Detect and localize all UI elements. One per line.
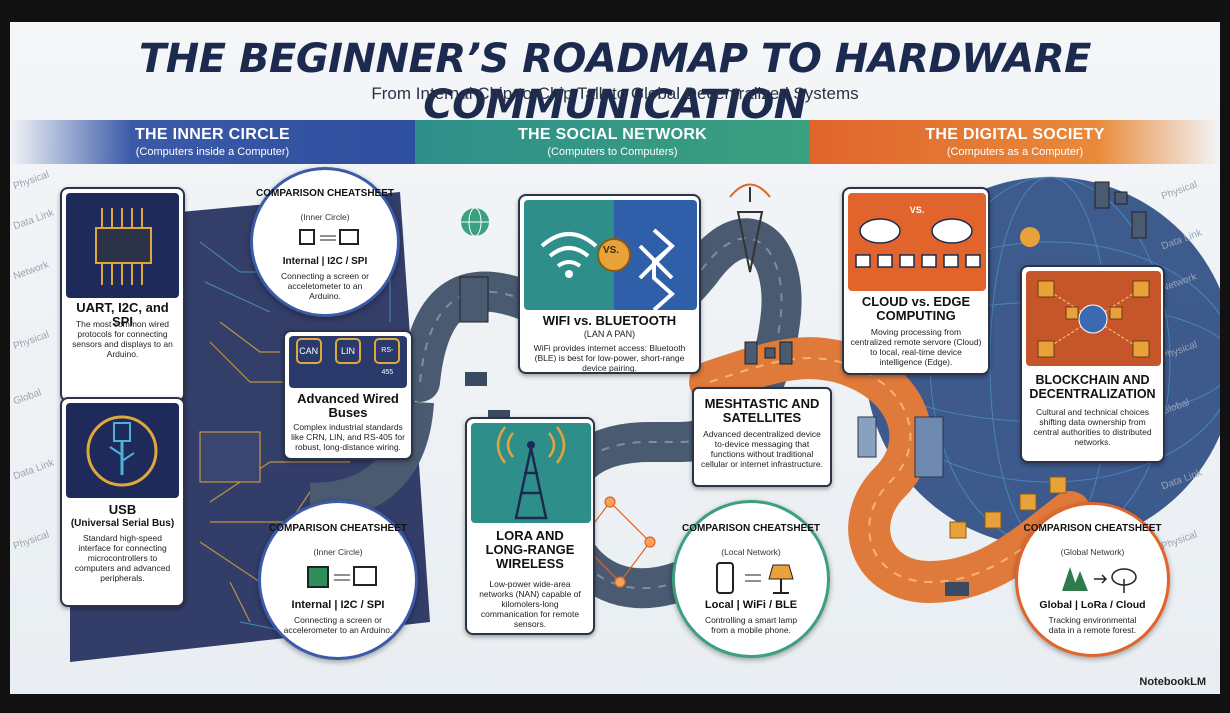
section-subtitle: (Computers to Computers) xyxy=(547,146,678,158)
card-title: CLOUD vs. EDGE COMPUTING xyxy=(861,294,971,323)
radio-tower-icon xyxy=(471,423,591,523)
bus-icons: CAN LIN RS-455 xyxy=(289,338,407,376)
bluetooth-icon xyxy=(652,228,676,310)
card-title-sub: (Universal Serial Bus) xyxy=(70,518,175,529)
main-title: THE BEGINNER’S ROADMAP TO HARDWARE COMMU… xyxy=(139,36,1091,128)
card-title: BLOCKCHAIN AND DECENTRALIZATION xyxy=(1029,373,1156,401)
cheatsheet-global-network: COMPARISON CHEATSHEET (Global Network) G… xyxy=(1015,502,1170,657)
cheatsheet-scope: (Inner Circle) xyxy=(313,547,363,557)
card-title: Advanced Wired Buses xyxy=(297,391,399,420)
chip-to-display-icon xyxy=(307,566,377,588)
watermark: NotebookLM xyxy=(1139,676,1206,688)
cloud-edge-illustration xyxy=(848,193,986,291)
cheatsheet-heading: COMPARISON CHEATSHEET xyxy=(269,523,407,534)
forest-to-cloud-icon xyxy=(1062,567,1137,593)
cheatsheet-label: Internal | I2C / SPI xyxy=(282,256,368,267)
section-inner-circle: THE INNER CIRCLE (Computers inside a Com… xyxy=(10,120,415,164)
cheatsheet-scope: (Global Network) xyxy=(1060,547,1125,557)
card-description: Advanced decentralized device to-device … xyxy=(701,429,823,469)
card-description: The most common wired protocols for conn… xyxy=(72,319,173,359)
chip-to-display-icon xyxy=(299,229,359,245)
cheatsheet-scope: (Local Network) xyxy=(721,547,781,557)
card-cloud-vs-edge: VS. CLOUD vs. EDGE COMPUTING Moving proc… xyxy=(842,187,990,375)
card-description: WiFi provides internet access: Bluetooth… xyxy=(533,343,686,373)
card-description: Cultural and technical choices shifting … xyxy=(1033,407,1152,447)
cheatsheet-label: Global | LoRa / Cloud xyxy=(1039,599,1146,611)
card-title: LORA AND LONG-RANGE WIRELESS xyxy=(485,528,575,571)
card-description: Low-power wide-area networks (NAN) capab… xyxy=(479,579,581,629)
cheatsheet-heading: COMPARISON CHEATSHEET xyxy=(682,523,820,534)
cheatsheet-inner-circle-1: COMPARISON CHEATSHEET (Inner Circle) Int… xyxy=(250,167,400,317)
section-title: THE INNER CIRCLE xyxy=(134,126,291,143)
vs-badge: VS. xyxy=(602,245,620,256)
card-blockchain-decentralization: BLOCKCHAIN AND DECENTRALIZATION Cultural… xyxy=(1020,265,1165,463)
blockchain-illustration xyxy=(1026,271,1161,366)
card-description: Standard high-speed interface for connec… xyxy=(74,533,171,583)
cheatsheet-inner-circle-2: COMPARISON CHEATSHEET (Inner Circle) Int… xyxy=(258,500,418,660)
subtitle: From Internal Chip-to-Chip Talk to Globa… xyxy=(371,84,859,103)
wifi-icon xyxy=(540,232,598,268)
card-lora-long-range: LORA AND LONG-RANGE WIRELESS Low-power w… xyxy=(465,417,595,635)
cheatsheet-heading: COMPARISON CHEATSHEET xyxy=(256,188,394,199)
cheatsheet-example: Connecting a screen or accelerometer to … xyxy=(283,615,393,635)
section-social-network: THE SOCIAL NETWORK (Computers to Compute… xyxy=(415,120,810,164)
card-description: Complex industrial standards like CRN, L… xyxy=(291,422,405,452)
card-uart-i2c-spi: UART, I2C, and SPI The most common wired… xyxy=(60,187,185,402)
section-subtitle: (Computers as a Computer) xyxy=(946,146,1084,158)
cheatsheet-label: Internal | I2C / SPI xyxy=(291,599,385,611)
cheatsheet-example: Controlling a smart lamp from a mobile p… xyxy=(704,615,798,635)
cheatsheet-scope: (Inner Circle) xyxy=(300,212,350,222)
cheatsheet-heading: COMPARISON CHEATSHEET xyxy=(1023,523,1162,534)
section-digital-society: THE DIGITAL SOCIETY (Computers as a Comp… xyxy=(810,120,1220,164)
card-subtitle: (LAN A PAN) xyxy=(583,329,636,339)
infographic: THE BEGINNER’S ROADMAP TO HARDWARE COMMU… xyxy=(10,22,1220,694)
usb-icon xyxy=(66,403,179,498)
card-advanced-wired-buses: CAN LIN RS-455 Advanced Wired Buses Comp… xyxy=(283,330,413,460)
card-title: USB xyxy=(108,502,137,517)
card-meshtastic-satellites: MESHTASTIC AND SATELLITES Advanced decen… xyxy=(692,387,832,487)
cheatsheet-example: Connecting a screen or acceletometer to … xyxy=(281,271,369,301)
cheatsheet-local-network: COMPARISON CHEATSHEET (Local Network) Lo… xyxy=(672,500,830,658)
card-title: UART, I2C, and SPI xyxy=(76,300,169,329)
chip-icon xyxy=(66,193,179,298)
can-icon: CAN xyxy=(295,338,322,364)
cheatsheet-example: Tracking environmental data in a remote … xyxy=(1048,615,1137,635)
card-usb: USB (Universal Serial Bus) Standard high… xyxy=(60,397,185,607)
vs-badge: VS. xyxy=(909,205,925,215)
section-subtitle: (Computers inside a Computer) xyxy=(135,146,290,158)
rs485-icon: RS-455 xyxy=(374,338,401,376)
lin-icon: LIN xyxy=(334,338,361,364)
cheatsheet-label: Local | WiFi / BLE xyxy=(704,599,798,611)
phone-to-lamp-icon xyxy=(716,562,794,594)
card-description: Moving processing from centralized remot… xyxy=(850,327,982,367)
section-title: THE SOCIAL NETWORK xyxy=(517,126,708,143)
card-wifi-vs-bluetooth: VS. WIFI vs. BLUETOOTH (LAN A PAN) WiFi … xyxy=(518,194,701,374)
section-title: THE DIGITAL SOCIETY xyxy=(925,126,1105,143)
wifi-bluetooth-illustration xyxy=(524,200,697,310)
card-title: WIFI vs. BLUETOOTH xyxy=(542,313,677,328)
card-title: MESHTASTIC AND SATELLITES xyxy=(704,396,820,425)
